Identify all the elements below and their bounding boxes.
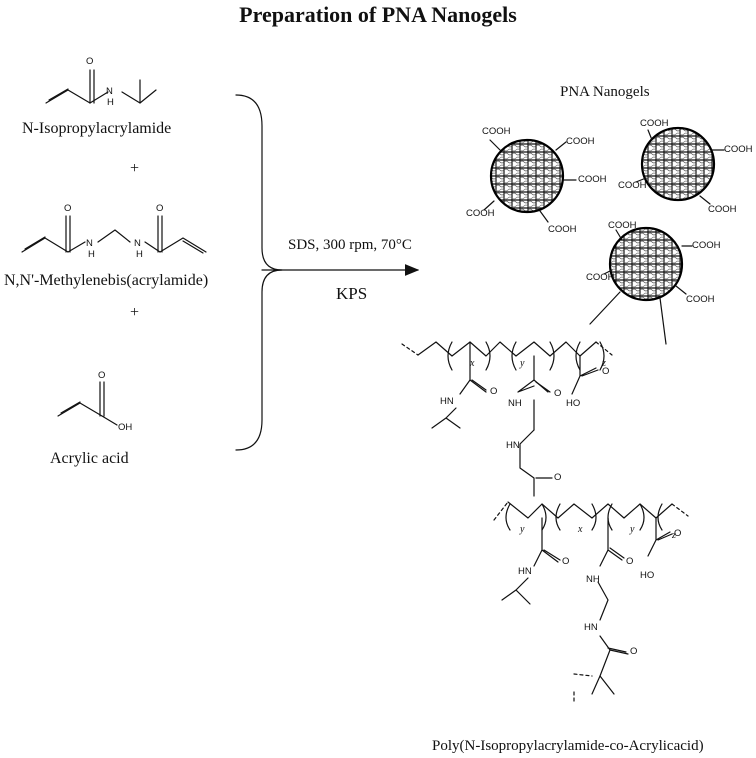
- plus-sign-2: +: [130, 304, 140, 321]
- atom-nh: NH: [586, 574, 600, 585]
- cooh-group: COOH: [586, 272, 615, 283]
- subscript-z: z: [602, 358, 606, 369]
- atom-o: O: [98, 370, 106, 381]
- atom-hn: HN: [518, 566, 532, 577]
- subscript-z: z: [672, 530, 676, 541]
- polymer-lower-chain: [493, 501, 689, 705]
- acrylic-acid-structure: [57, 381, 118, 426]
- subscript-y: y: [520, 358, 525, 369]
- polymer-name-label: Poly(N-Isopropylacrylamide-co-Acrylicaci…: [432, 738, 704, 754]
- cooh-group: COOH: [724, 144, 753, 155]
- plus-sign-1: +: [130, 160, 140, 177]
- scheme-title: Preparation of PNA Nanogels: [239, 2, 517, 27]
- atom-o: O: [630, 646, 638, 657]
- mba-label: N,N'-Methylenebis(acrylamide): [4, 272, 209, 289]
- cooh-group: COOH: [692, 240, 721, 251]
- atom-o: O: [554, 472, 562, 483]
- cooh-group: COOH: [482, 126, 511, 137]
- cooh-group: COOH: [548, 224, 577, 235]
- atom-o: O: [86, 56, 94, 67]
- cooh-group: COOH: [566, 136, 595, 147]
- atom-h: H: [107, 97, 114, 108]
- atom-o: O: [626, 556, 634, 567]
- atom-hn: HN: [584, 622, 598, 633]
- atom-h: H: [136, 249, 143, 260]
- atom-nh: NH: [508, 398, 522, 409]
- atom-o: O: [674, 528, 682, 539]
- atom-o: O: [562, 556, 570, 567]
- subscript-x: x: [578, 524, 583, 535]
- atom-o: O: [156, 203, 164, 214]
- cooh-group: COOH: [618, 180, 647, 191]
- subscript-x: x: [470, 358, 475, 369]
- acrylic-acid-label: Acrylic acid: [50, 450, 129, 467]
- atom-o: O: [64, 203, 72, 214]
- atom-n: N: [86, 238, 93, 249]
- conditions-text: SDS, 300 rpm, 70°C: [288, 237, 412, 253]
- nanogel-1: [483, 138, 577, 223]
- cooh-group: COOH: [466, 208, 495, 219]
- mba-structure: [21, 215, 207, 254]
- atom-hn: HN: [440, 396, 454, 407]
- atom-ho: HO: [640, 570, 655, 581]
- atom-hn: HN: [506, 440, 520, 451]
- atom-o: O: [554, 388, 562, 399]
- atom-n: N: [106, 86, 113, 97]
- initiator-text: KPS: [336, 284, 368, 303]
- cooh-group: COOH: [578, 174, 607, 185]
- cooh-group: COOH: [640, 118, 669, 129]
- subscript-y: y: [520, 524, 525, 535]
- cooh-group: COOH: [608, 220, 637, 231]
- nanogels-label: PNA Nanogels: [560, 84, 650, 100]
- nanogel-2: [635, 126, 725, 205]
- atom-n: N: [134, 238, 141, 249]
- atom-oh: OH: [118, 422, 133, 433]
- reactant-bracket: [235, 94, 283, 451]
- atom-h: H: [88, 249, 95, 260]
- cooh-group: COOH: [686, 294, 715, 305]
- atom-ho: HO: [566, 398, 581, 409]
- atom-o: O: [602, 366, 610, 377]
- polymer-upper-chain: [401, 341, 613, 497]
- nipam-structure: [45, 69, 157, 104]
- nipam-label: N-Isopropylacrylamide: [22, 120, 172, 137]
- nanogel-3: [589, 226, 693, 345]
- subscript-y: y: [630, 524, 635, 535]
- atom-o: O: [490, 386, 498, 397]
- cooh-group: COOH: [708, 204, 737, 215]
